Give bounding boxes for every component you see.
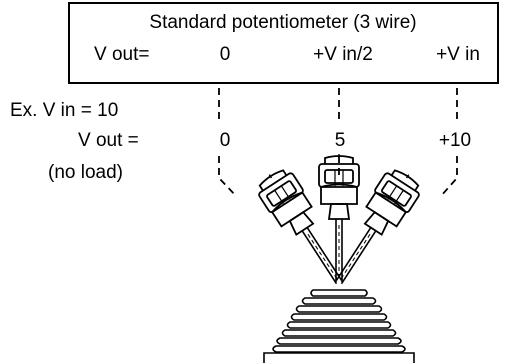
leader-line-right — [440, 88, 458, 197]
vout-position-center: +V in/2 — [313, 44, 373, 65]
vout-label: V out= — [94, 44, 150, 65]
example-value-center: 5 — [334, 130, 346, 151]
vout-position-right: +V in — [436, 44, 480, 65]
diagram-title: Standard potentiometer (3 wire) — [149, 12, 417, 33]
diagram-header-box — [68, 2, 499, 84]
example-vin-label: Ex. V in = 10 — [10, 100, 119, 121]
leader-line-left — [218, 88, 237, 197]
example-vout-label: V out = — [78, 130, 139, 151]
lever-right — [335, 169, 420, 285]
joystick-base — [263, 289, 415, 363]
example-load-note: (no load) — [48, 162, 123, 183]
example-value-left: 0 — [219, 130, 231, 151]
vout-position-left: 0 — [219, 44, 231, 65]
lever-left — [258, 169, 343, 285]
example-value-right: +10 — [438, 130, 472, 151]
